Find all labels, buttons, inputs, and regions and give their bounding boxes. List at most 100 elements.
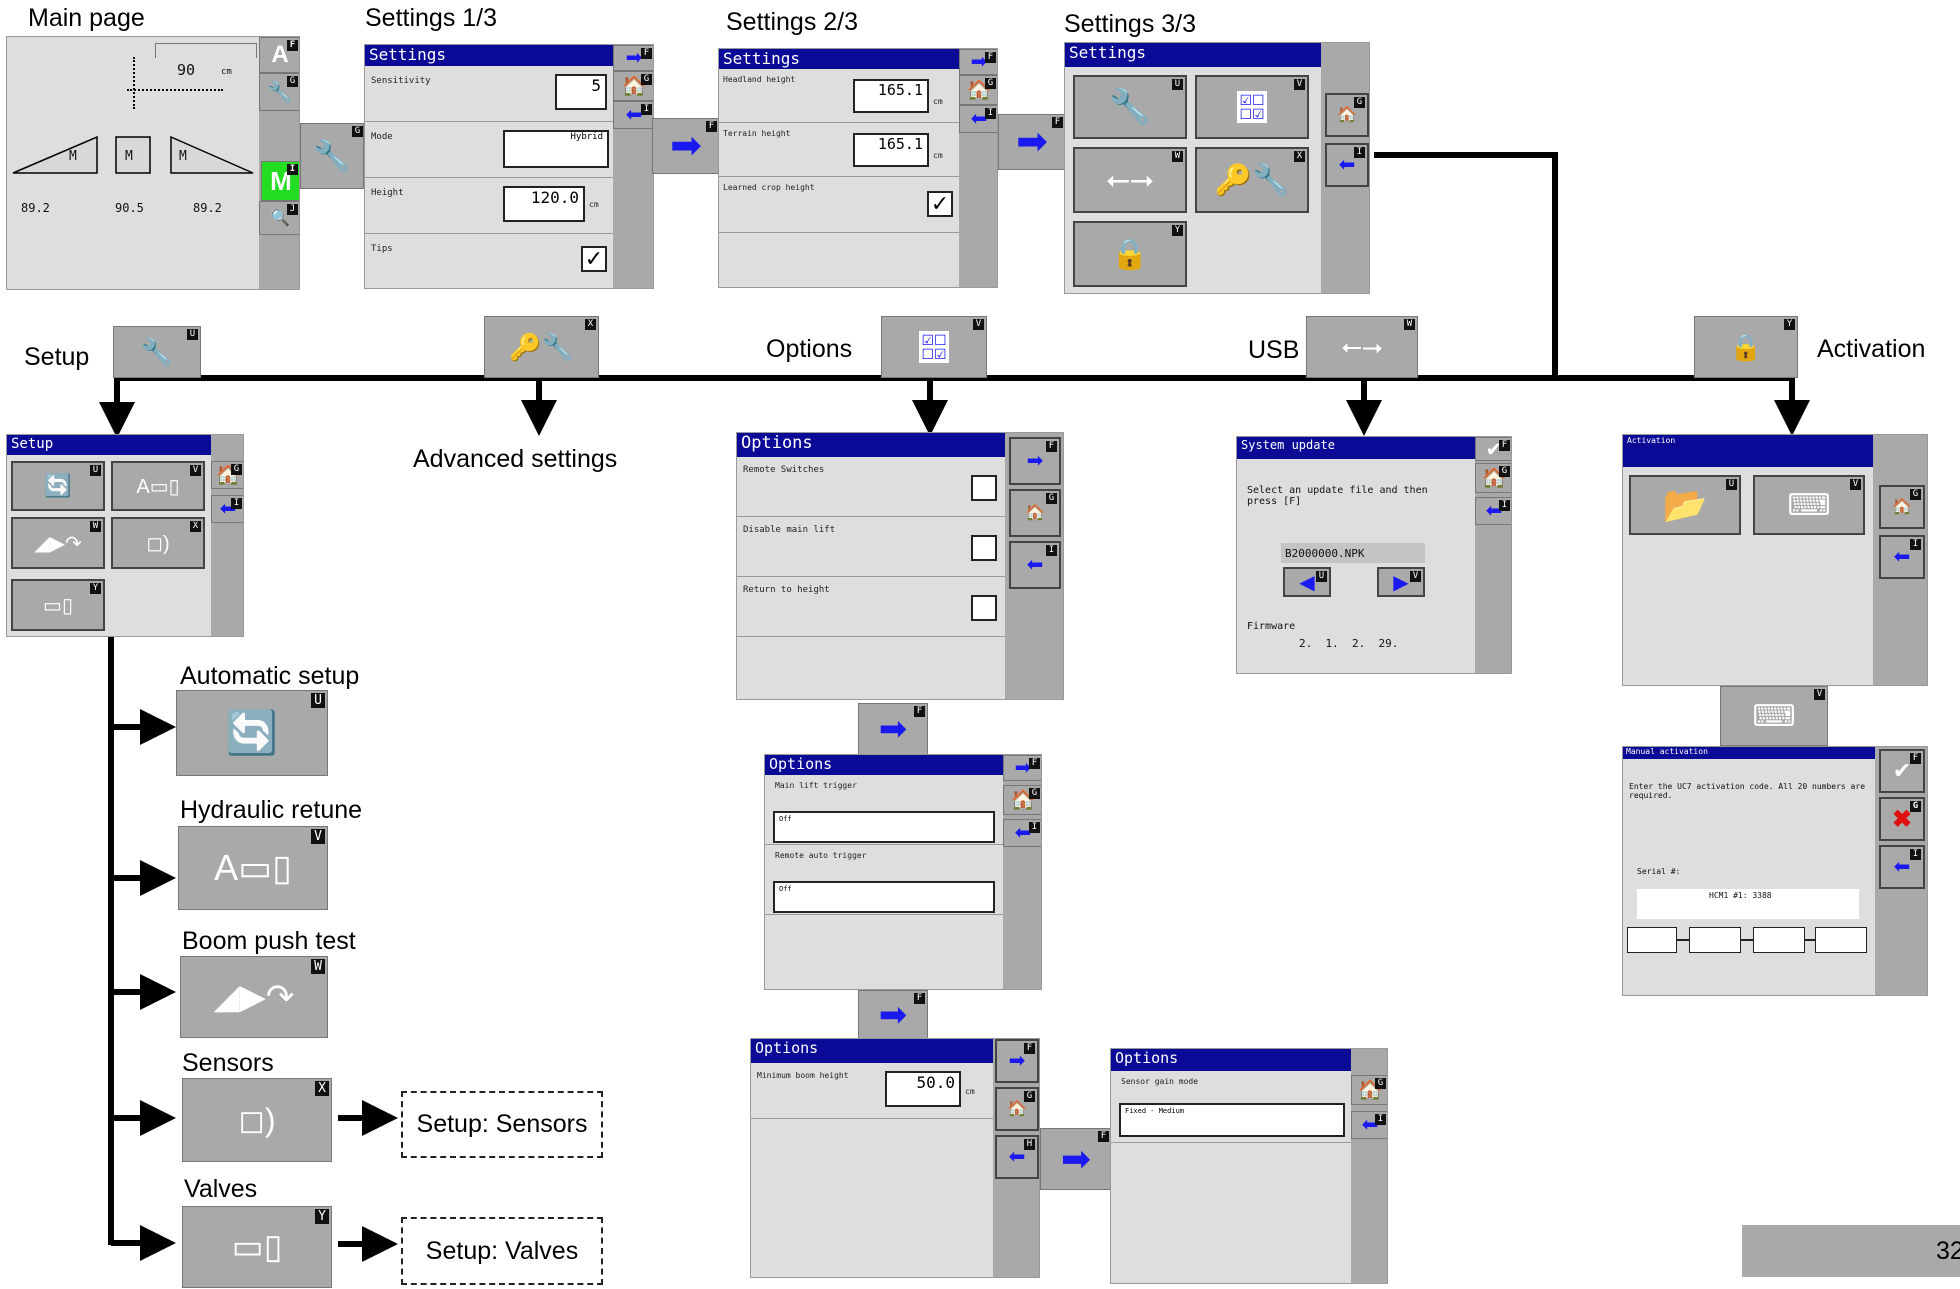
confirm-button[interactable]: ✔F [1879, 749, 1925, 793]
back-button[interactable]: ⬅H [995, 1135, 1039, 1179]
next-arrow-icon: ➡ [670, 125, 702, 167]
home-button[interactable]: 🏠G [1325, 93, 1369, 137]
height-unit: cm [589, 200, 599, 209]
back-button[interactable]: ⬅I [959, 105, 997, 133]
search-button[interactable]: 🔍J [259, 201, 299, 235]
sensor-gain-mode-field[interactable]: Fixed - Medium [1119, 1103, 1345, 1137]
home-button[interactable]: 🏠G [1003, 785, 1041, 815]
wrench-transition-button[interactable]: 🔧G [300, 123, 364, 189]
mode-field[interactable]: Hybrid [503, 130, 609, 168]
wrench-icon: 🔧 [1108, 88, 1152, 126]
code-field-4[interactable] [1815, 927, 1867, 953]
back-button[interactable]: ⬅I [1879, 535, 1925, 579]
minimum-boom-height-field[interactable]: 50.0 [885, 1071, 961, 1107]
options-button[interactable]: ☑☐☐☑V [1195, 75, 1309, 139]
next-file-button[interactable]: ▶V [1377, 567, 1425, 597]
learned-crop-height-checkbox[interactable]: ✓ [927, 191, 953, 217]
home-button[interactable]: 🏠G [995, 1087, 1039, 1131]
home-button[interactable]: 🏠G [1879, 485, 1925, 529]
serial-label: Serial #: [1637, 867, 1681, 876]
home-button[interactable]: 🏠G [1009, 489, 1061, 537]
back-button[interactable]: ⬅I [211, 495, 243, 523]
boom-push-test-button[interactable]: ◢▶↷W [11, 517, 105, 569]
setup-bus-icon: 🔧U [113, 326, 201, 378]
automatic-setup-button[interactable]: 🔄U [11, 461, 105, 511]
back-button[interactable]: ⬅I [1351, 1111, 1387, 1139]
next-transition-1[interactable]: ➡F [652, 118, 720, 174]
options-next-transition-3[interactable]: ➡F [1040, 1128, 1112, 1190]
lock-icon: 🔒 [1111, 237, 1149, 271]
sensors-button[interactable]: ◻︎)X [111, 517, 205, 569]
next-button[interactable]: ➡F [613, 45, 653, 71]
options-next-transition-2[interactable]: ➡F [858, 990, 928, 1040]
next-arrow-icon: ➡ [1060, 1138, 1092, 1179]
label-settings-3: Settings 3/3 [1064, 10, 1197, 38]
code-field-3[interactable] [1753, 927, 1805, 953]
options-next-transition-1[interactable]: ➡F [858, 703, 928, 755]
remote-switches-checkbox[interactable] [971, 475, 997, 501]
back-button[interactable]: ⬅I [1475, 497, 1511, 525]
headland-height-field[interactable]: 165.1 [853, 79, 929, 113]
return-to-height-checkbox[interactable] [971, 595, 997, 621]
update-file-field[interactable]: B2000000.NPK [1281, 543, 1425, 563]
usb-button[interactable]: ⭠⭢W [1073, 147, 1187, 213]
main-lift-trigger-field[interactable]: Off [773, 811, 995, 843]
page-number: 32 [1936, 1237, 1960, 1265]
home-button[interactable]: 🏠G [613, 71, 653, 101]
previous-file-button[interactable]: ◀U [1283, 567, 1331, 597]
back-arrow-icon: ⬅ [1361, 1114, 1379, 1136]
back-button[interactable]: ⬅I [1879, 845, 1925, 889]
activation-button[interactable]: 🔒Y [1073, 221, 1187, 287]
next-arrow-icon: ➡ [1014, 757, 1032, 779]
next-button[interactable]: ➡F [995, 1039, 1039, 1083]
next-arrow-icon: ➡ [878, 710, 908, 748]
options-4-row: Sensor gain mode Fixed - Medium [1111, 1071, 1351, 1143]
hydraulic-retune-button[interactable]: A▭▯V [111, 461, 205, 511]
next-button[interactable]: ➡F [1009, 437, 1061, 485]
label-setup: Setup [24, 343, 90, 371]
code-field-2[interactable] [1689, 927, 1741, 953]
terrain-height-field[interactable]: 165.1 [853, 133, 929, 167]
home-button[interactable]: 🏠G [1351, 1075, 1387, 1105]
setup-button[interactable]: 🔧U [1073, 75, 1187, 139]
next-transition-2[interactable]: ➡F [998, 114, 1066, 170]
key-i: I [287, 164, 298, 175]
disable-main-lift-checkbox[interactable] [971, 535, 997, 561]
options-4-title: Options [1111, 1049, 1351, 1071]
remote-auto-trigger-field[interactable]: Off [773, 881, 995, 913]
next-button[interactable]: ➡F [1003, 755, 1041, 781]
valves-button[interactable]: ▭▯Y [11, 579, 105, 631]
auto-mode-label: A [271, 41, 289, 68]
update-instruction: Select an update file and then press [F] [1247, 485, 1428, 507]
settings-2-row-headland: Headland height 165.1 cm [719, 69, 959, 123]
home-button[interactable]: 🏠G [211, 461, 243, 489]
back-button[interactable]: ⬅I [1003, 819, 1041, 847]
height-unit: cm [221, 67, 232, 77]
code-field-1[interactable] [1627, 927, 1677, 953]
activation-keyboard-button[interactable]: ⌨V [1753, 475, 1865, 535]
label-settings-2: Settings 2/3 [726, 8, 859, 36]
manual-activation-transition[interactable]: ⌨V [1720, 686, 1828, 746]
home-button[interactable]: 🏠G [1475, 463, 1511, 493]
code-field-connector [1805, 939, 1815, 941]
back-button[interactable]: ⬅I [613, 101, 653, 129]
next-button[interactable]: ➡F [959, 49, 997, 75]
back-button[interactable]: ⬅I [1325, 143, 1369, 187]
mode-label: Mode [371, 132, 393, 142]
cancel-button[interactable]: ✖G [1879, 797, 1925, 841]
sensitivity-field[interactable]: 5 [555, 74, 607, 110]
activation-file-button[interactable]: 📂U [1629, 475, 1741, 535]
automatic-setup-icon-box: 🔄U [176, 690, 328, 776]
home-button[interactable]: 🏠G [959, 75, 997, 105]
label-options: Options [766, 335, 853, 363]
back-button[interactable]: ⬅I [1009, 541, 1061, 589]
sensor-icon: ◻︎) [238, 1102, 276, 1138]
advanced-settings-button[interactable]: 🔑🔧X [1195, 147, 1309, 213]
tips-checkbox[interactable]: ✓ [581, 246, 607, 272]
manual-mode-label: M [270, 165, 292, 196]
wrench-button[interactable]: 🔧G [259, 73, 299, 111]
height-field[interactable]: 120.0 [503, 186, 585, 222]
confirm-button[interactable]: ✔F [1475, 437, 1511, 461]
